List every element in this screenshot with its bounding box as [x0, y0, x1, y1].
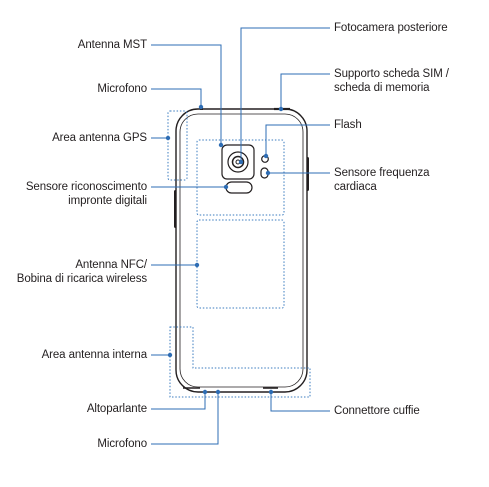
callout-speaker — [151, 392, 206, 410]
callout-mic-top — [151, 88, 202, 107]
gps-antenna-area — [167, 110, 188, 181]
label-sim-tray-line1: Supporto scheda SIM / — [334, 68, 449, 80]
callout-jack — [270, 392, 330, 412]
camera-module — [221, 144, 255, 180]
callout-mic-bottom — [151, 392, 219, 445]
label-speaker: Altoparlante — [86, 403, 147, 415]
callout-sim — [280, 73, 330, 109]
callout-lines — [151, 27, 330, 445]
label-fingerprint-line2: impronte digitali — [68, 195, 147, 207]
label-sim-tray-line2: scheda di memoria — [334, 82, 430, 94]
label-heart-rate-line1: Sensore frequenza — [334, 167, 430, 179]
label-fingerprint-line1: Sensore riconoscimento — [25, 181, 147, 193]
callout-dots — [165, 104, 284, 395]
label-flash: Flash — [334, 119, 362, 131]
label-gps-antenna: Area antenna GPS — [52, 132, 147, 144]
label-heart-rate-line2: cardiaca — [334, 181, 377, 193]
callout-mst — [151, 44, 222, 145]
label-nfc-line2: Bobina di ricarica wireless — [16, 273, 147, 285]
callout-flash — [265, 124, 330, 156]
internal-antenna-area — [169, 326, 311, 398]
label-microphone-bottom: Microfono — [97, 438, 147, 450]
callout-rear-camera — [240, 27, 330, 162]
label-rear-camera: Fotocamera posteriore — [334, 22, 448, 34]
label-mst-antenna: Antenna MST — [77, 39, 147, 51]
label-internal-antenna: Area antenna interna — [41, 349, 148, 361]
label-microphone-top: Microfono — [97, 83, 147, 95]
mst-antenna-area — [196, 139, 285, 216]
label-headphone-jack: Connettore cuffie — [334, 405, 420, 417]
label-nfc-line1: Antenna NFC/ — [75, 259, 147, 271]
